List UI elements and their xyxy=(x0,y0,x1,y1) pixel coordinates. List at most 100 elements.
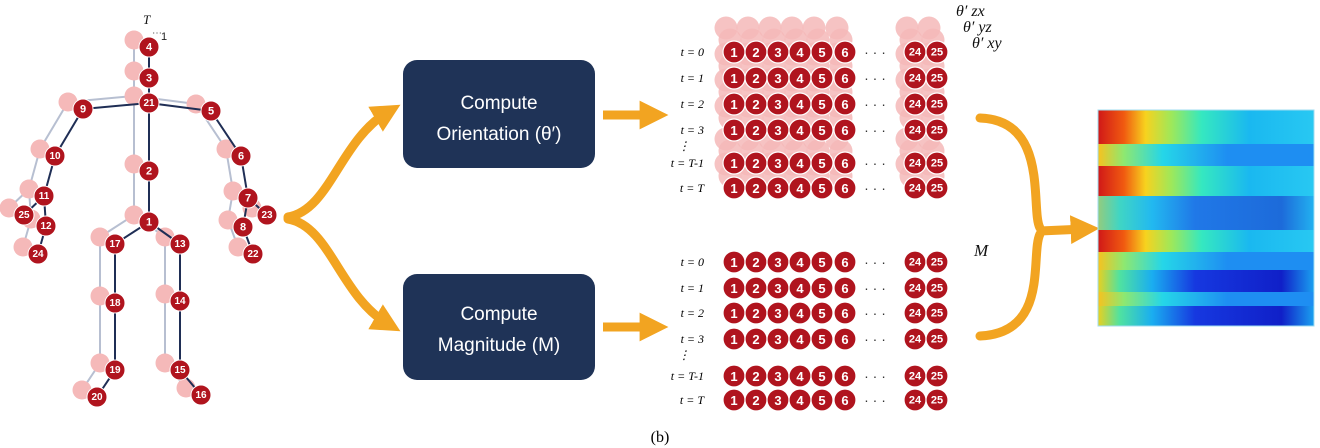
joint-cell: 3 xyxy=(766,327,790,351)
cell-label: 1 xyxy=(730,181,737,196)
joint-cell: 2 xyxy=(744,66,768,90)
joint-16: 16 xyxy=(190,384,212,406)
joint-cell: 25 xyxy=(925,364,949,388)
cell-label: 2 xyxy=(752,97,759,112)
joint-cell: 2 xyxy=(744,301,768,325)
joint-cell: 6 xyxy=(833,301,857,325)
joint-12: 12 xyxy=(35,215,57,237)
cell-label: 5 xyxy=(818,71,825,86)
cell-label: 5 xyxy=(818,393,825,408)
joint-cell: 4 xyxy=(788,276,812,300)
joint-cell: 4 xyxy=(788,92,812,116)
cell-ellipsis: · · · xyxy=(864,368,886,384)
cell-label: 1 xyxy=(730,123,737,138)
joint-cell: 2 xyxy=(744,151,768,175)
joint-15: 15 xyxy=(169,359,191,381)
joint-label: 14 xyxy=(174,296,186,307)
joint-cell: 5 xyxy=(810,364,834,388)
joint-24: 24 xyxy=(27,243,49,265)
cell-label: 24 xyxy=(909,283,922,295)
joint-cell: 1 xyxy=(722,92,746,116)
joint-cell: 5 xyxy=(810,151,834,175)
cell-label: 6 xyxy=(841,281,848,296)
joint-cell: 25 xyxy=(925,40,949,64)
joint-cell: 24 xyxy=(903,151,927,175)
joint-cell: 2 xyxy=(744,176,768,200)
cell-label: 6 xyxy=(841,156,848,171)
joint-cell: 1 xyxy=(722,250,746,274)
cell-label: 1 xyxy=(730,332,737,347)
joint-cell: 2 xyxy=(744,327,768,351)
cell-label: 5 xyxy=(818,369,825,384)
cell-label: 25 xyxy=(931,283,943,295)
joint-2: 2 xyxy=(138,160,160,182)
cell-label: 3 xyxy=(774,281,781,296)
joint-label: 22 xyxy=(247,249,259,260)
cell-label: 24 xyxy=(909,158,922,170)
joint-cell: 25 xyxy=(925,301,949,325)
cell-label: 24 xyxy=(909,371,922,383)
joint-cell: 24 xyxy=(903,92,927,116)
joint-label: 21 xyxy=(143,98,155,109)
joint-1: 1 xyxy=(138,211,160,233)
joint-label: 24 xyxy=(32,249,44,260)
cell-ellipsis: · · · xyxy=(864,96,886,112)
cell-label: 2 xyxy=(752,255,759,270)
skeleton-time-dots: ⋯ xyxy=(152,28,162,39)
row-label: ⋮ xyxy=(678,139,690,153)
joint-cell: 6 xyxy=(833,364,857,388)
cell-label: 5 xyxy=(818,181,825,196)
joint-cell: 3 xyxy=(766,301,790,325)
cell-label: 6 xyxy=(841,255,848,270)
joint-label: 7 xyxy=(245,193,251,205)
joint-cell: 6 xyxy=(833,276,857,300)
joint-cell: 24 xyxy=(903,176,927,200)
joint-label: 15 xyxy=(174,365,186,376)
joint-7: 7 xyxy=(237,187,259,209)
joint-cell: 2 xyxy=(744,40,768,64)
cell-label: 4 xyxy=(796,369,804,384)
orientation-box: Compute Orientation (θ′) xyxy=(403,60,595,168)
joint-label: 8 xyxy=(240,222,246,234)
joint-cell: 25 xyxy=(925,176,949,200)
joint-cell: 6 xyxy=(833,40,857,64)
row-label: t = 2 xyxy=(681,306,704,320)
cell-label: 24 xyxy=(909,334,922,346)
joint-23: 23 xyxy=(256,204,278,226)
cell-label: 2 xyxy=(752,156,759,171)
row-label: t = T xyxy=(680,393,705,407)
joint-label: 25 xyxy=(18,210,30,221)
joint-6: 6 xyxy=(230,145,252,167)
cell-label: 25 xyxy=(931,99,943,111)
row-label: t = 3 xyxy=(681,332,704,346)
cell-label: 25 xyxy=(931,257,943,269)
joint-cell: 2 xyxy=(744,388,768,412)
joint-13: 13 xyxy=(169,233,191,255)
joint-cell: 4 xyxy=(788,40,812,64)
joint-cell: 3 xyxy=(766,40,790,64)
joint-label: 3 xyxy=(146,73,152,85)
joint-cell: 2 xyxy=(744,276,768,300)
joint-label: 10 xyxy=(49,151,61,162)
joint-label: 1 xyxy=(146,217,152,229)
joint-cell: 24 xyxy=(903,250,927,274)
cell-label: 24 xyxy=(909,257,922,269)
cell-label: 25 xyxy=(931,308,943,320)
cell-label: 25 xyxy=(931,47,943,59)
cell-label: 5 xyxy=(818,306,825,321)
cell-label: 4 xyxy=(796,71,804,86)
cell-label: 3 xyxy=(774,393,781,408)
joint-label: 13 xyxy=(174,239,186,250)
joint-cell: 6 xyxy=(833,388,857,412)
arrow-magnitude-to-heatmap xyxy=(975,229,1045,341)
joint-cell: 5 xyxy=(810,40,834,64)
cell-label: 1 xyxy=(730,369,737,384)
joint-cell: 4 xyxy=(788,66,812,90)
cell-label: 4 xyxy=(796,255,804,270)
arrow-orientation-to-heatmap xyxy=(975,113,1045,233)
joint-cell: 2 xyxy=(744,364,768,388)
joint-cell: 6 xyxy=(833,250,857,274)
joint-cell: 5 xyxy=(810,66,834,90)
cell-label: 1 xyxy=(730,156,737,171)
joint-25: 25 xyxy=(13,204,35,226)
